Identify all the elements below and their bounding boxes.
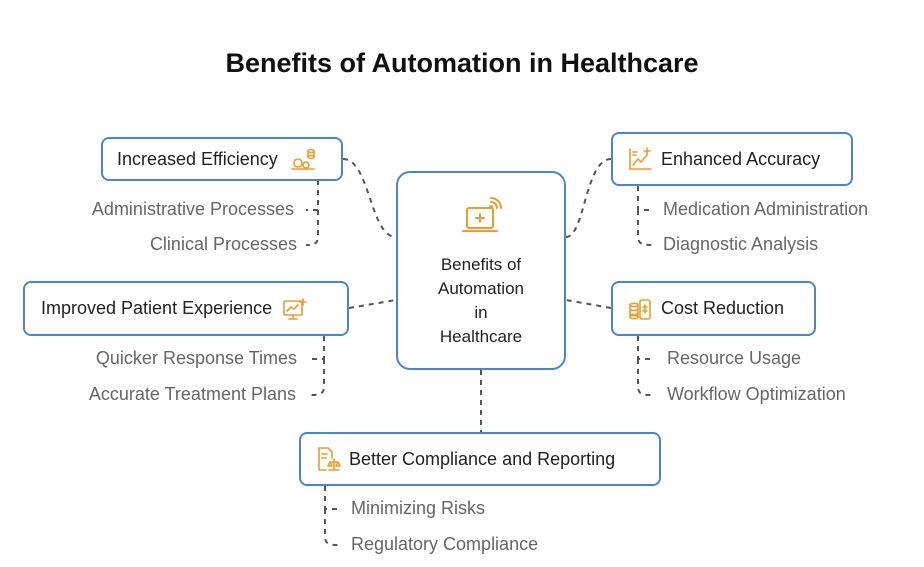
subitem-resource-usage: Resource Usage: [667, 348, 802, 368]
subitem-quicker-response-times: Quicker Response Times: [95, 348, 297, 368]
branch-label: Increased Efficiency: [117, 148, 278, 169]
branch-enhanced-accuracy: Enhanced Accuracy: [611, 132, 853, 186]
subitem-accurate-treatment-plans: Accurate Treatment Plans: [88, 384, 296, 404]
branch-label: Enhanced Accuracy: [661, 148, 821, 169]
coins-phone-icon: [627, 296, 653, 322]
branch-cost-reduction: Cost Reduction: [611, 281, 816, 336]
branch-label: Better Compliance and Reporting: [349, 448, 616, 469]
laptop-medical-icon: [458, 193, 506, 241]
subitem-administrative-processes: Administrative Processes: [91, 199, 294, 219]
subitem-medication-administration: Medication Administration: [663, 199, 869, 219]
central-topic-node: Benefits of Automation in Healthcare: [396, 171, 566, 370]
branch-label: Cost Reduction: [661, 298, 785, 318]
document-scale-icon: [315, 446, 341, 472]
branch-better-compliance-reporting: Better Compliance and Reporting: [299, 432, 661, 486]
chart-plus-icon: [627, 146, 653, 172]
gears-database-icon: [290, 146, 316, 172]
subitem-diagnostic-analysis: Diagnostic Analysis: [663, 234, 819, 254]
subitem-workflow-optimization: Workflow Optimization: [667, 384, 846, 404]
monitor-chart-plus-icon: [282, 296, 308, 322]
subitem-regulatory-compliance: Regulatory Compliance: [351, 534, 539, 554]
branch-increased-efficiency: Increased Efficiency: [101, 137, 343, 181]
diagram-title: Benefits of Automation in Healthcare: [225, 48, 699, 78]
branch-label: Improved Patient Experience: [41, 298, 273, 318]
central-topic-label: Benefits of Automation in Healthcare: [438, 255, 524, 346]
branch-improved-patient-experience: Improved Patient Experience: [23, 281, 349, 336]
subitem-clinical-processes: Clinical Processes: [149, 234, 297, 254]
subitem-minimizing-risks: Minimizing Risks: [351, 498, 486, 518]
